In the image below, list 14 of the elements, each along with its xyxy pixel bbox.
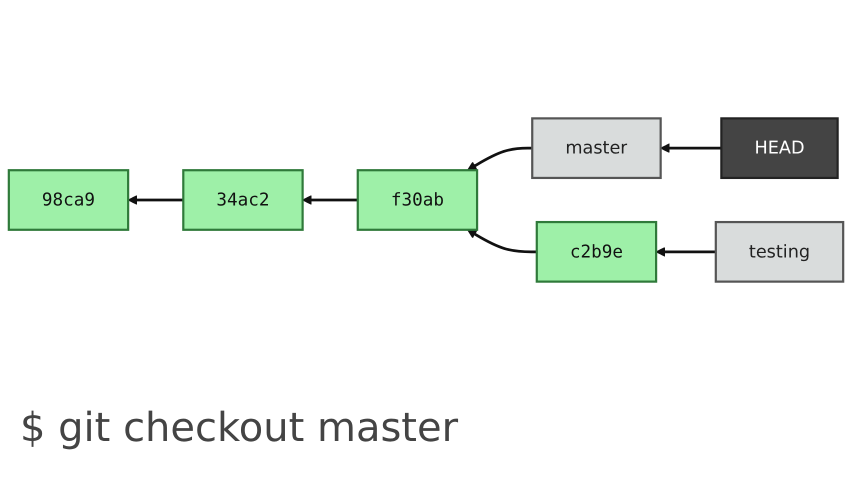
arrow	[128, 195, 184, 205]
node-box: HEAD	[720, 117, 839, 180]
node-box: c2b9e	[536, 220, 658, 283]
arrow	[660, 143, 722, 153]
arrow	[467, 229, 537, 254]
node-box: f30ab	[356, 169, 478, 231]
node-box: testing	[714, 220, 844, 283]
arrow	[467, 146, 532, 171]
node-box: 98ca9	[8, 169, 130, 231]
arrow	[302, 195, 358, 205]
command-text: $ git checkout master	[20, 405, 458, 451]
node-box: 34ac2	[182, 169, 304, 231]
arrow	[656, 247, 716, 257]
node-box: master	[531, 117, 662, 180]
